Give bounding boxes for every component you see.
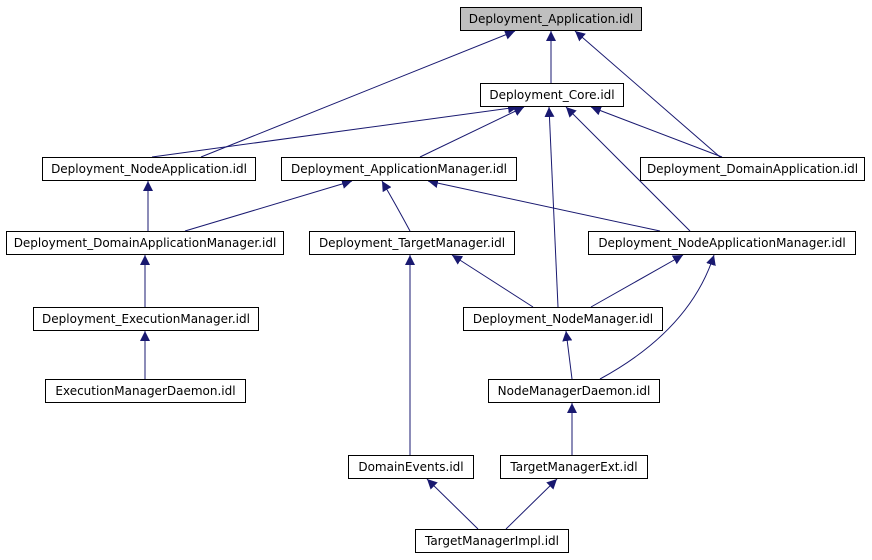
edge-nodeappmgr-to-core	[565, 106, 691, 232]
edge-domainapp-to-core	[590, 105, 723, 158]
edge-nodemgr-to-core	[544, 106, 559, 308]
node-deployment-nodemanager[interactable]: Deployment_NodeManager.idl	[463, 307, 663, 331]
edge-domainapp-to-application	[574, 30, 721, 158]
node-deployment-domainapplicationmanager[interactable]: Deployment_DomainApplicationManager.idl	[6, 231, 284, 255]
node-deployment-executionmanager[interactable]: Deployment_ExecutionManager.idl	[33, 307, 259, 331]
edge-nodeappmgr-to-appmgr	[427, 178, 661, 232]
node-targetmanagerext[interactable]: TargetManagerExt.idl	[500, 455, 648, 479]
edge-targetimpl-to-domainevents	[426, 478, 479, 530]
node-domainevents[interactable]: DomainEvents.idl	[348, 455, 474, 479]
edge-domappmgr-to-appmgr	[184, 179, 353, 232]
node-targetmanagerimpl[interactable]: TargetManagerImpl.idl	[415, 529, 569, 553]
node-nodemanagerdaemon[interactable]: NodeManagerDaemon.idl	[488, 379, 660, 403]
node-executionmanagerdaemon[interactable]: ExecutionManagerDaemon.idl	[45, 379, 246, 403]
edge-nodemgr-to-targetmgr	[451, 254, 534, 308]
edge-targetmgr-to-appmgr	[381, 180, 411, 232]
edge-nodeapp-to-core	[151, 103, 519, 158]
node-deployment-core[interactable]: Deployment_Core.idl	[480, 83, 624, 107]
edge-appmgr-to-core	[419, 106, 525, 158]
edge-nodeapp-to-application	[200, 30, 516, 158]
node-deployment-nodeapplication[interactable]: Deployment_NodeApplication.idl	[42, 157, 256, 181]
node-deployment-targetmanager[interactable]: Deployment_TargetManager.idl	[309, 231, 515, 255]
node-deployment-domainapplication[interactable]: Deployment_DomainApplication.idl	[640, 157, 865, 181]
edge-targetimpl-to-targetext	[505, 478, 558, 530]
edge-nodedaemon-to-nodemgr	[562, 330, 573, 380]
edge-nodedaemon-to-nodeappmgr	[599, 254, 716, 380]
node-deployment-nodeapplicationmanager[interactable]: Deployment_NodeApplicationManager.idl	[588, 231, 856, 255]
edge-nodemgr-to-nodeappmgr	[590, 254, 684, 308]
node-deployment-application[interactable]: Deployment_Application.idl	[460, 7, 642, 31]
node-deployment-applicationmanager[interactable]: Deployment_ApplicationManager.idl	[281, 157, 517, 181]
